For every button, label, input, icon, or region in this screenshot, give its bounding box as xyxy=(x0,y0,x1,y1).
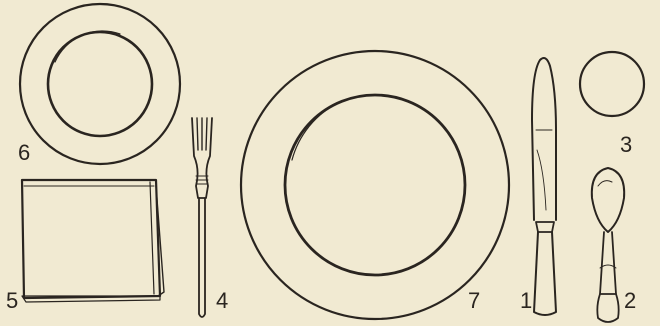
napkin xyxy=(22,180,164,302)
label-bread-plate: 6 xyxy=(18,142,30,164)
bread-plate xyxy=(20,4,180,164)
label-glass: 3 xyxy=(620,134,632,156)
label-spoon: 2 xyxy=(624,290,636,312)
knife xyxy=(532,58,556,315)
label-dinner-plate: 7 xyxy=(468,290,480,312)
dinner-plate xyxy=(241,51,509,319)
label-knife: 1 xyxy=(520,290,532,312)
glass xyxy=(580,52,644,116)
fork xyxy=(192,118,212,317)
spoon xyxy=(592,168,624,322)
label-fork: 4 xyxy=(216,290,228,312)
label-napkin: 5 xyxy=(6,290,18,312)
